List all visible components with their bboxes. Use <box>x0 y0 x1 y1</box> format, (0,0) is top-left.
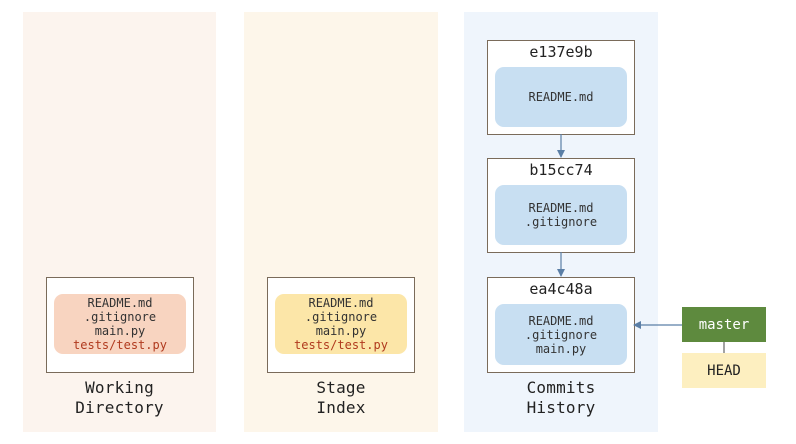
commit-hash: ea4c48a <box>529 280 593 298</box>
file-gitignore: .gitignore <box>304 310 378 324</box>
working-directory-file-list: README.md .gitignore main.py tests/test.… <box>54 294 186 354</box>
commit-file-list: README.md .gitignore <box>495 185 627 245</box>
file-readme: README.md <box>528 90 594 104</box>
commits-history-title: Commits History <box>526 378 596 417</box>
file-tests-untracked: tests/test.py <box>294 338 388 352</box>
head-label: HEAD <box>682 353 766 388</box>
working-directory-title: Working Directory <box>75 378 164 417</box>
file-readme: README.md <box>308 296 374 310</box>
commit-node: ea4c48a README.md .gitignore main.py <box>487 277 635 373</box>
file-main-py: main.py <box>535 341 587 356</box>
stage-index-title: Stage Index <box>316 378 366 417</box>
file-gitignore: .gitignore <box>83 310 157 324</box>
file-main-py: main.py <box>315 324 367 338</box>
file-main-py: main.py <box>94 324 146 338</box>
file-readme: README.md <box>528 201 594 215</box>
working-directory-box: README.md .gitignore main.py tests/test.… <box>46 277 194 373</box>
commit-hash: e137e9b <box>529 43 593 61</box>
stage-index-box: README.md .gitignore main.py tests/test.… <box>267 277 415 373</box>
stage-index-file-list: README.md .gitignore main.py tests/test.… <box>275 294 407 354</box>
branch-master-label: master <box>682 307 766 342</box>
file-tests-untracked: tests/test.py <box>73 338 167 352</box>
commit-file-list: README.md .gitignore main.py <box>495 304 627 365</box>
file-readme: README.md <box>528 313 594 328</box>
file-gitignore: .gitignore <box>524 327 598 342</box>
file-gitignore: .gitignore <box>524 215 598 229</box>
commit-node: e137e9b README.md <box>487 40 635 135</box>
commit-file-list: README.md <box>495 67 627 127</box>
commit-node: b15cc74 README.md .gitignore <box>487 158 635 253</box>
commit-hash: b15cc74 <box>529 161 593 179</box>
file-readme: README.md <box>87 296 153 310</box>
